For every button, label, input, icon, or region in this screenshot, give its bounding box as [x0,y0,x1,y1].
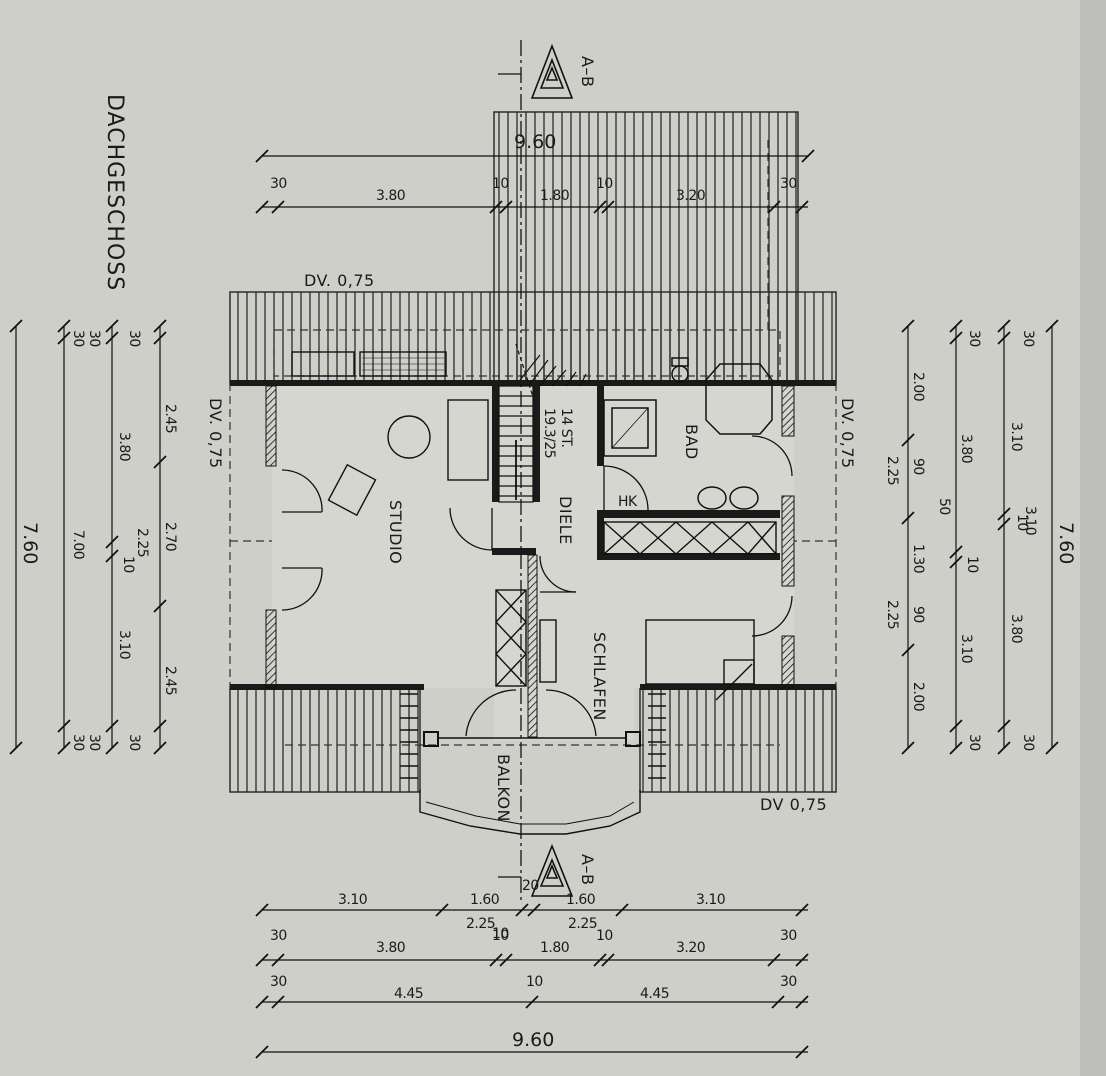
walls [230,380,836,747]
dim-right-c4-0: 30 [1020,330,1036,347]
dim-bottom-r3-3: 4.45 [640,986,669,1002]
room-bad: BAD [682,424,701,460]
section-marker-top [530,43,574,99]
eaves-label-bottom-right: DV 0,75 [760,795,827,814]
dim-right-c2-4: 90 [910,606,926,623]
dim-right-c3-2: 3.10 [958,634,974,663]
staircase [498,343,587,503]
dim-right-c2-2: 50 [936,498,952,515]
stair-ratio: 19.3/25 [541,408,557,458]
dim-top-3: 1.80 [540,188,569,204]
balcony [400,693,666,835]
section-label-top: A–B [578,56,597,87]
section-line [498,40,522,900]
dim-bottom-r1s-0: 2.25 [466,916,495,932]
bath-closet [603,521,777,555]
dim-bottom-r1-3: 1.60 [566,892,595,908]
dim-left-c3-2: 2.70 [162,522,178,551]
dim-left-c1-1: 7.00 [70,530,86,559]
dim-left-c2-4: 3.10 [116,630,132,659]
dim-bottom-r2-2: 10 [492,928,509,944]
dim-right-c4-2: 3.10 [1022,506,1038,535]
dim-top-1: 3.80 [376,188,405,204]
dimension-ticks [9,149,1059,1059]
dim-left-c2-5: 30 [86,734,102,751]
dim-right-c2-1: 90 [910,458,926,475]
dim-left-c3-0: 30 [126,330,142,347]
dim-left-c2-0: 30 [86,330,102,347]
studio-furniture [291,351,489,517]
dim-bottom-r3-2: 10 [526,974,543,990]
dim-bottom-r1-2: 20 [522,878,539,894]
section-label-bottom: A–B [578,854,597,885]
dim-top-2: 10 [492,176,509,192]
dim-right-c1-2: 2.25 [884,600,900,629]
eaves-label-right: DV. 0,75 [838,398,857,469]
dim-right-overall: 7.60 [1055,522,1077,564]
dim-bottom-r1-1: 1.60 [470,892,499,908]
dim-bottom-r2-6: 30 [780,928,797,944]
dim-top-6: 30 [780,176,797,192]
dim-bottom-overall: 9.60 [512,1029,554,1051]
dim-right-c3-4: 3.80 [1008,614,1024,643]
dim-right-c1-1: 2.25 [884,456,900,485]
drawing-title: DACHGESCHOSS [102,94,127,291]
dim-right-c4-3: 30 [1020,734,1036,751]
dimension-lines [15,155,1053,1053]
bedroom-closet [495,589,557,687]
dim-right-c1-3: 2.00 [910,682,926,711]
heating-label: HK [618,494,638,510]
dim-bottom-r2-4: 10 [596,928,613,944]
dim-left-c1-0: 30 [70,330,86,347]
dim-right-c1-0: 2.00 [910,372,926,401]
dim-right-c2-3: 1.30 [910,544,926,573]
dim-top-overall: 9.60 [514,131,556,153]
dim-top-5: 3.20 [676,188,705,204]
eaves-label-left: DV. 0,75 [206,398,225,469]
room-balkon: BALKON [494,754,513,822]
dim-bottom-r2-1: 3.80 [376,940,405,956]
dim-bottom-r1-0: 3.10 [338,892,367,908]
dim-right-c2-5: 30 [966,734,982,751]
eaves-label-top: DV. 0,75 [304,271,375,290]
room-studio: STUDIO [386,500,405,564]
doors [281,435,793,737]
dim-bottom-r1s-1: 10 [492,926,509,942]
dim-left-c2-1: 3.80 [116,432,132,461]
room-diele: DIELE [556,496,575,545]
dim-left-c3-3: 2.45 [162,666,178,695]
dim-bottom-r2-5: 3.20 [676,940,705,956]
dim-left-c3-1: 2.45 [162,404,178,433]
dim-left-c1-2: 30 [70,734,86,751]
dim-bottom-r1s-2: 2.25 [568,916,597,932]
dim-bottom-r3-1: 4.45 [394,986,423,1002]
dim-bottom-r3-4: 30 [780,974,797,990]
dim-bottom-r1-4: 3.10 [696,892,725,908]
dim-left-overall: 7.60 [19,522,41,564]
dim-bottom-r2-0: 30 [270,928,287,944]
dim-left-c3-4: 30 [126,734,142,751]
dim-left-c2-2: 2.25 [134,528,150,557]
section-marker-bottom [530,843,574,897]
dim-right-c3-0: 3.80 [958,434,974,463]
bathroom-fixtures [603,357,773,510]
stair-steps: 14 ST. [558,408,574,448]
roof-overhangs [229,111,837,793]
dim-right-c2-0: 30 [966,330,982,347]
dim-bottom-r2-3: 1.80 [540,940,569,956]
dim-top-4: 10 [596,176,613,192]
dim-right-c3-1: 10 [1014,514,1030,531]
dim-left-c2-3: 10 [120,556,136,573]
dim-right-c3-3: 10 [964,556,980,573]
dim-top-0: 30 [270,176,287,192]
bed [645,619,755,701]
dim-right-c4-1: 3.10 [1008,422,1024,451]
room-schlafen: SCHLAFEN [590,632,609,721]
dim-bottom-r3-0: 30 [270,974,287,990]
